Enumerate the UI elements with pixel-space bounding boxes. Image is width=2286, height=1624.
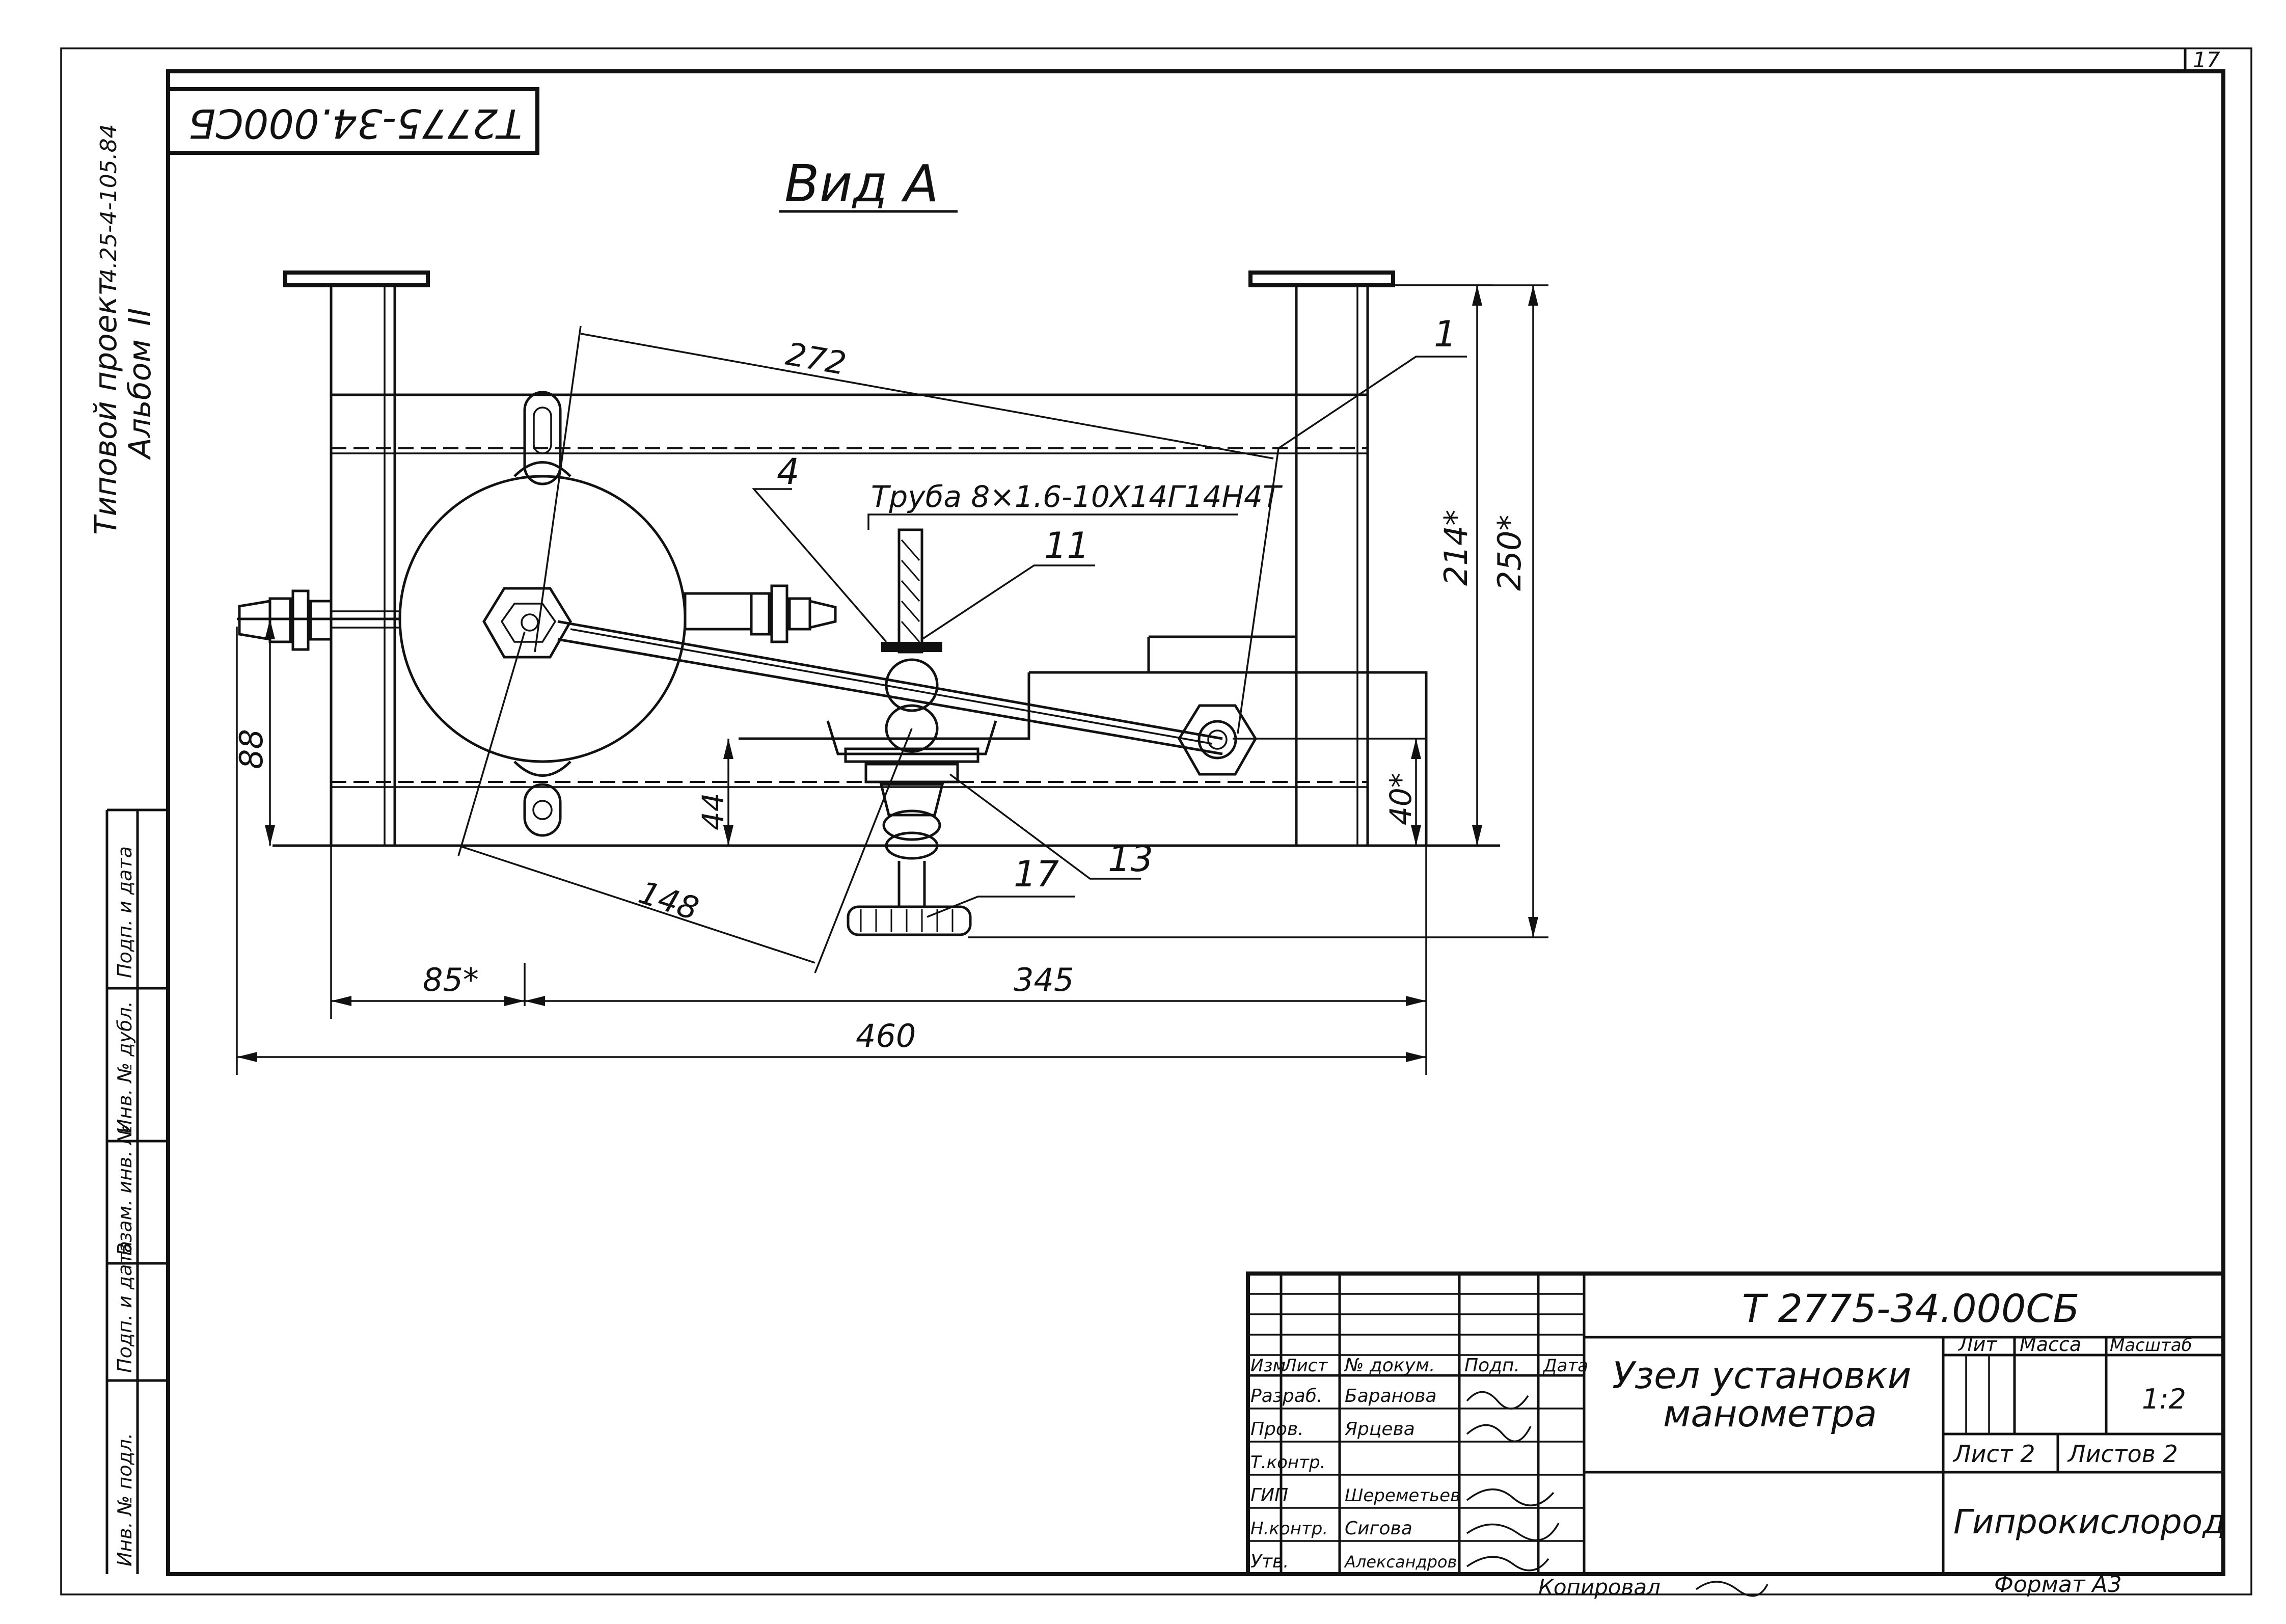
sheets-label: Листов 2 [2067, 1440, 2178, 1468]
signatures [1466, 1391, 1560, 1572]
sheet-frame: 17 [60, 47, 2252, 1595]
copied-label: Копировал [1538, 1575, 1661, 1600]
strip-cell-replace-inv: Взам. инв. № [114, 1124, 136, 1256]
role-3: Т.контр. [1250, 1452, 1325, 1473]
side-note: Типовой проект 4.25-4-105.84 Альбом II [88, 124, 158, 535]
dim-40: 40* [1383, 773, 1418, 825]
side-note-line2: Альбом [122, 339, 158, 461]
dim-345: 345 [1014, 961, 1074, 998]
sheet-label: Лист 2 [1952, 1440, 2035, 1468]
dim-85: 85* [423, 961, 479, 998]
position-leaders: 1 4 11 13 17 Труба 8×1.6-10Х14Г14Н4Т [752, 313, 1467, 918]
role-6-name: Александров [1344, 1552, 1457, 1572]
role-5: Н.контр. [1250, 1519, 1328, 1539]
dim-272: 272 [783, 335, 849, 382]
leader-label-13: 13 [1108, 838, 1153, 880]
title-designation: Т 2775-34.000СБ [1742, 1286, 2080, 1331]
right-post [1248, 270, 1395, 846]
format-label: Формат А3 [1994, 1572, 2122, 1598]
pipe-note: Труба 8×1.6-10Х14Г14Н4Т [871, 479, 1283, 514]
hdr-izm: Изм [1250, 1356, 1286, 1376]
rotated-designation-box: Т2775-34.000СБ [168, 87, 539, 155]
role-4: ГИП [1250, 1485, 1288, 1506]
lit-label: Лит [1957, 1333, 1998, 1356]
leader-label-17: 17 [1014, 853, 1059, 895]
strip-cell-sign-date-2: Подп. и дата [114, 1241, 136, 1373]
role-1: Разраб. [1250, 1386, 1322, 1406]
leader-label-11: 11 [1044, 525, 1090, 566]
leader-label-1: 1 [1434, 313, 1457, 355]
assembly-drawing: 1 4 11 13 17 Труба 8×1.6-10Х14Г14Н4Т 272… [233, 270, 1548, 1075]
left-stamp-strip: Подп. и дата Инв. № дубл. Взам. инв. № П… [105, 808, 168, 1574]
sheet-corner-number: 17 [2193, 47, 2220, 72]
view-label: Вид А [784, 154, 939, 213]
strip-cell-dup-inv: Инв. № дубл. [114, 1001, 136, 1133]
valve-stack [826, 528, 997, 936]
dimensions: 272 148 214* 250* 88 44 40* [233, 284, 1548, 1075]
rotated-designation: Т2775-34.000СБ [188, 100, 522, 146]
left-fitting [237, 589, 400, 651]
manometer [398, 391, 687, 837]
role-4-name: Шереметьев [1345, 1485, 1460, 1506]
strip-cell-orig-inv: Инв. № подл. [114, 1433, 136, 1566]
frame-members [273, 393, 1500, 847]
side-note-line1: Типовой проект [88, 277, 124, 535]
dim-460: 460 [856, 1017, 916, 1054]
scale-value: 1:2 [2142, 1383, 2186, 1415]
organization: Гипрокислород [1953, 1502, 2226, 1541]
role-2-name: Ярцева [1344, 1419, 1415, 1440]
side-note-project: 4.25-4-105.84 [96, 124, 122, 283]
hdr-date: Дата [1542, 1356, 1588, 1376]
role-2: Пров. [1250, 1419, 1304, 1440]
hdr-sign: Подп. [1464, 1355, 1520, 1376]
hdr-list: Лист [1283, 1356, 1328, 1376]
view-label-group: Вид А [779, 154, 958, 213]
side-note-album: II [122, 308, 158, 326]
role-6: Утв. [1250, 1551, 1289, 1572]
dim-250: 250* [1491, 515, 1528, 591]
left-post [283, 270, 430, 846]
dim-148: 148 [634, 874, 703, 928]
role-1-name: Баранова [1345, 1386, 1437, 1406]
right-fitting [684, 584, 837, 643]
dim-214: 214* [1437, 510, 1475, 586]
title-name-line2: манометра [1663, 1392, 1877, 1435]
role-5-name: Сигова [1345, 1518, 1412, 1539]
dim-88: 88 [233, 729, 270, 769]
dim-44: 44 [696, 793, 730, 830]
scale-label: Масштаб [2110, 1335, 2192, 1356]
mass-label: Масса [2020, 1333, 2081, 1356]
hdr-doc: № докум. [1344, 1355, 1435, 1376]
title-block: Т 2775-34.000СБ Узел установки манометра… [1246, 1271, 2226, 1600]
title-name-line1: Узел установки [1612, 1354, 1911, 1397]
strip-cell-sign-date: Подп. и дата [114, 846, 136, 978]
leader-label-4: 4 [777, 451, 800, 493]
